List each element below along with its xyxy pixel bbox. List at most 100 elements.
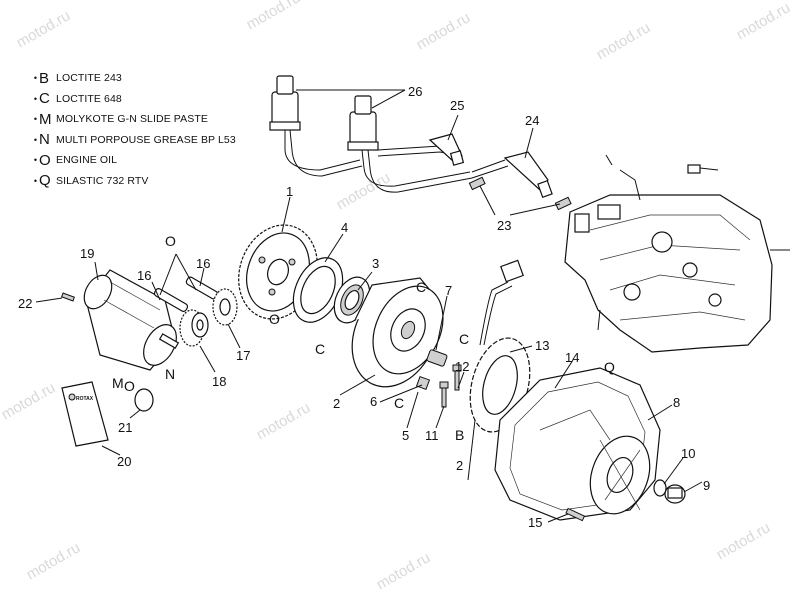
legend-text: LOCTITE 648 — [56, 92, 122, 105]
legend-row-o: • O ENGINE OIL — [32, 150, 236, 171]
callout-17: 17 — [236, 348, 250, 363]
leader-lines — [35, 89, 703, 523]
callout-23: 23 — [497, 218, 511, 233]
code-o-gear: O — [165, 233, 176, 249]
code-m-motor: M — [112, 375, 124, 391]
callout-numbers: 1 2 2 3 4 5 6 7 8 9 10 11 12 13 14 15 16… — [18, 84, 710, 530]
watermark: motod.ru — [24, 539, 84, 583]
sealant-legend: • B LOCTITE 243 • C LOCTITE 648 • M MOLY… — [32, 68, 236, 191]
starter-gear — [179, 309, 209, 347]
callout-5: 5 — [402, 428, 409, 443]
drop-icon: • — [33, 175, 38, 186]
callout-10: 10 — [681, 446, 695, 461]
code-c-flywheel: C — [416, 279, 426, 295]
legend-row-b: • B LOCTITE 243 — [32, 68, 236, 89]
legend-row-q: • Q SILASTIC 732 RTV — [32, 171, 236, 192]
callout-15: 15 — [528, 515, 542, 530]
legend-row-m: • M MOLYKOTE G-N SLIDE PASTE — [32, 109, 236, 130]
starter-o-ring — [134, 388, 154, 412]
watermark: motod.ru — [734, 0, 794, 43]
spark-plug-cap-24 — [471, 151, 553, 199]
drop-icon: • — [33, 155, 38, 166]
callout-26: 26 — [408, 84, 422, 99]
legend-code: M — [39, 110, 52, 128]
owner-manual: ROTAX — [61, 381, 109, 447]
callout-13: 13 — [535, 338, 549, 353]
sprag-clutch — [292, 257, 344, 323]
callout-7: 7 — [445, 283, 452, 298]
watermark: motod.ru — [334, 169, 394, 213]
code-c-screw-5: C — [394, 395, 404, 411]
code-n-motor: N — [165, 366, 175, 382]
drop-icon: • — [33, 134, 38, 145]
spark-plug-cap-25 — [428, 133, 465, 166]
drop-icon: • — [33, 114, 38, 125]
callout-19: 19 — [80, 246, 94, 261]
oil-filler-cap — [664, 484, 686, 504]
manual-brand: ROTAX — [76, 396, 94, 402]
legend-text: MOLYKOTE G-N SLIDE PASTE — [56, 113, 208, 126]
intermediate-gear — [212, 288, 238, 326]
callout-20: 20 — [117, 454, 131, 469]
callout-6: 6 — [370, 394, 377, 409]
code-c-stator: C — [459, 331, 469, 347]
callout-12: 12 — [455, 359, 469, 374]
code-c-screw-6: C — [315, 341, 325, 357]
code-o-ring: O — [124, 378, 135, 394]
callout-25: 25 — [450, 98, 464, 113]
legend-code: Q — [39, 172, 51, 190]
watermark: motod.ru — [14, 7, 74, 51]
code-q-cover: Q — [604, 359, 615, 375]
code-o-shaft: O — [269, 311, 280, 327]
callout-16: 16 — [137, 268, 151, 283]
legend-text: ENGINE OIL — [56, 154, 118, 167]
legend-code: B — [39, 69, 50, 87]
drop-icon: • — [33, 93, 38, 104]
callout-1: 1 — [286, 184, 293, 199]
callout-16-second: 16 — [196, 256, 210, 271]
legend-text: MULTI PORPOUSE GREASE BP L53 — [56, 133, 236, 146]
side-cover — [494, 367, 661, 521]
callout-22: 22 — [18, 296, 32, 311]
starter-screw — [61, 292, 75, 302]
callout-21: 21 — [118, 420, 132, 435]
starter-motor — [83, 269, 180, 371]
callout-18: 18 — [212, 374, 226, 389]
legend-code: N — [39, 131, 50, 149]
legend-code: C — [39, 90, 50, 108]
callout-24: 24 — [525, 113, 539, 128]
watermark: motod.ru — [254, 399, 314, 443]
watermark: motod.ru — [374, 549, 434, 593]
watermark: motod.ru — [714, 519, 774, 563]
callout-2-stator: 2 — [456, 458, 463, 473]
watermark: motod.ru — [244, 0, 304, 33]
legend-text: LOCTITE 243 — [56, 72, 122, 85]
callout-3: 3 — [372, 256, 379, 271]
application-codes: C C C C O O O M N B Q — [112, 233, 615, 443]
flywheel-screw — [415, 375, 431, 391]
callout-2: 2 — [333, 396, 340, 411]
callout-9: 9 — [703, 478, 710, 493]
watermark: motod.ru — [594, 19, 654, 63]
cover-screw — [565, 507, 586, 522]
spark-plug — [468, 176, 572, 211]
o-ring — [653, 479, 667, 497]
callout-14: 14 — [565, 350, 579, 365]
watermark: motod.ru — [414, 9, 474, 53]
callout-11: 11 — [425, 428, 439, 443]
drop-icon: • — [33, 73, 38, 84]
legend-row-c: • C LOCTITE 648 — [32, 89, 236, 110]
callout-4: 4 — [341, 220, 348, 235]
legend-code: O — [39, 151, 51, 169]
legend-text: SILASTIC 732 RTV — [56, 174, 149, 187]
flywheel-nut — [426, 349, 448, 367]
code-b-screw: B — [455, 427, 464, 443]
ignition-coil-left — [269, 75, 363, 177]
engine-block — [564, 154, 790, 353]
watermark: motod.ru — [0, 379, 58, 423]
callout-8: 8 — [673, 395, 680, 410]
stator-screw — [439, 364, 462, 408]
legend-row-n: • N MULTI PORPOUSE GREASE BP L53 — [32, 130, 236, 151]
